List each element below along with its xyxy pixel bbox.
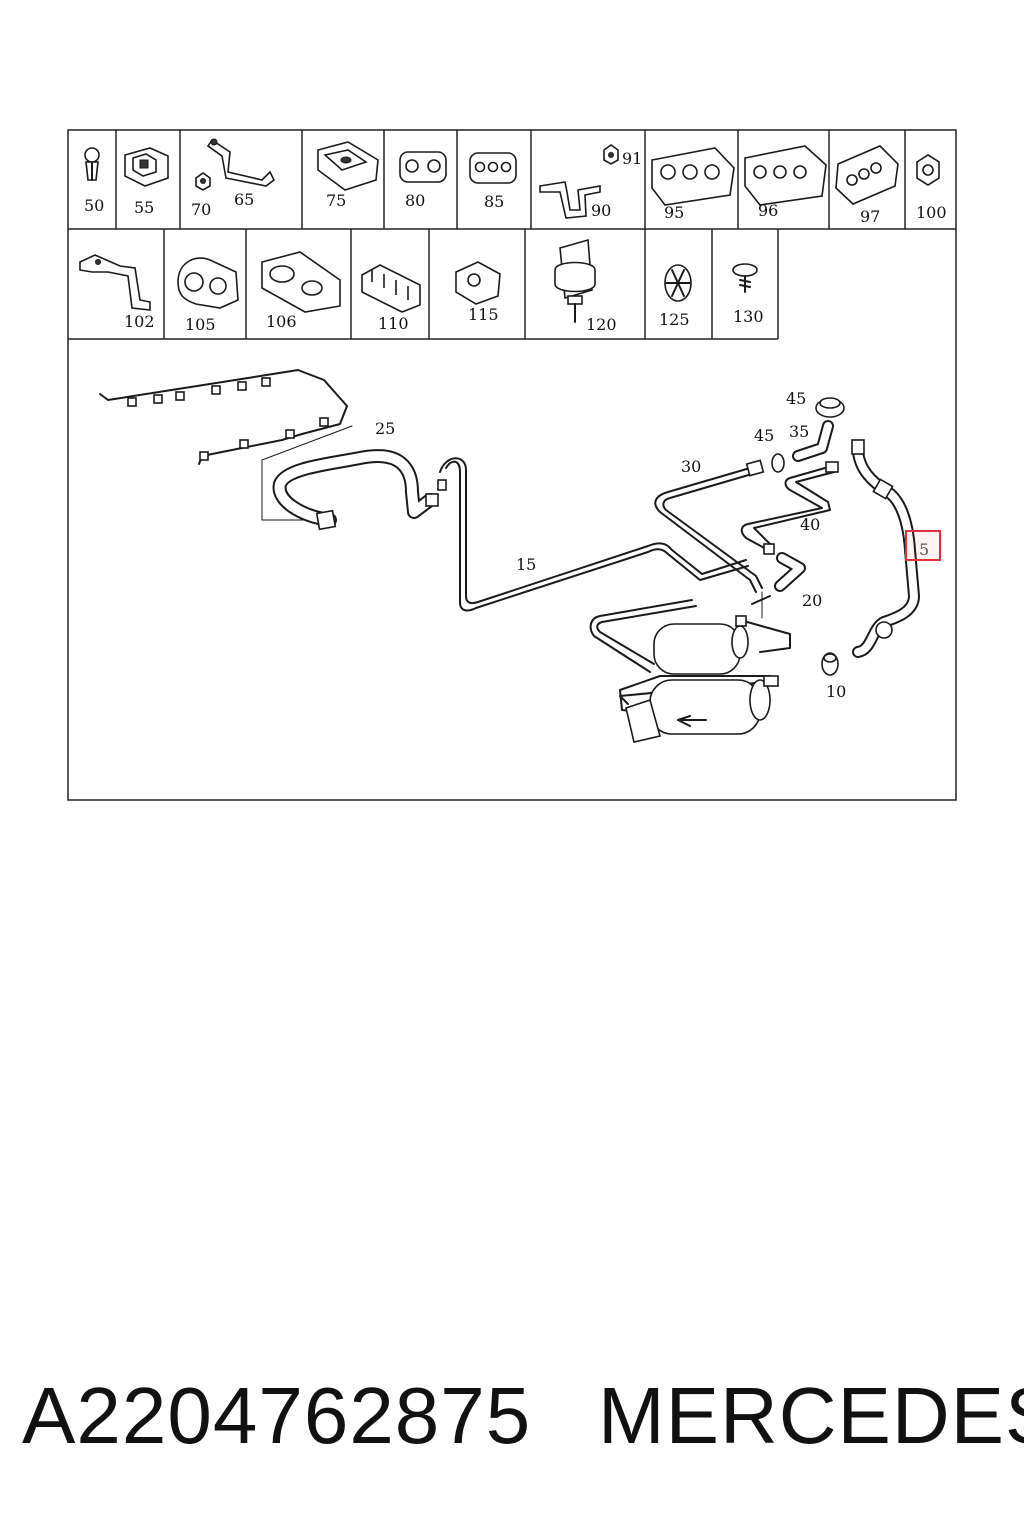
- part-130-icon: [732, 263, 758, 293]
- catalog-label-100: 100: [916, 203, 947, 222]
- catalog-label-130: 130: [733, 307, 764, 326]
- part-106-icon: [261, 251, 341, 313]
- part-70-icon: [195, 172, 211, 191]
- part-65-icon: [206, 138, 276, 187]
- catalog-label-75: 75: [326, 191, 346, 210]
- catalog-label-90: 90: [591, 201, 611, 220]
- fuel-filter: [589, 599, 791, 675]
- parts-diagram: 50 55 70 65 75 80 85 91 90 95 96 97 100: [67, 129, 957, 801]
- highlighted-part-callout[interactable]: 5: [905, 530, 941, 561]
- part-102-icon: [79, 254, 151, 311]
- catalog-label-120: 120: [586, 315, 617, 334]
- catalog-label-65: 65: [234, 190, 254, 209]
- catalog-label-80: 80: [405, 191, 425, 210]
- fuel-pump: [619, 675, 779, 743]
- callout-30: 30: [681, 457, 701, 476]
- catalog-label-70: 70: [191, 200, 211, 219]
- clamp-45-upper: [815, 397, 845, 418]
- catalog-label-105: 105: [185, 315, 216, 334]
- clamp-45-lower: [771, 453, 785, 473]
- clamp-10: [821, 652, 839, 676]
- rail-clips: [127, 377, 329, 461]
- callout-5: 5: [919, 540, 929, 559]
- part-91-icon: [603, 144, 619, 165]
- pipe-40: [740, 461, 839, 555]
- part-110-icon: [361, 264, 421, 313]
- footer: A2204762875 MERCEDES: [0, 1370, 1024, 1490]
- catalog-label-125: 125: [659, 310, 690, 329]
- part-120-icon: [554, 238, 596, 323]
- catalog-label-102: 102: [124, 312, 155, 331]
- part-125-icon: [664, 264, 692, 302]
- part-85-icon: [469, 152, 517, 184]
- callout-40: 40: [800, 515, 820, 534]
- catalog-label-55: 55: [134, 198, 154, 217]
- callout-35: 35: [789, 422, 809, 441]
- part-100-icon: [916, 154, 940, 186]
- pipe-5: [851, 439, 920, 658]
- part-number: A2204762875: [22, 1371, 532, 1460]
- catalog-label-97: 97: [860, 207, 880, 226]
- brand-name: MERCEDES: [598, 1371, 1024, 1460]
- callout-15: 15: [516, 555, 536, 574]
- catalog-label-95: 95: [664, 203, 684, 222]
- part-105-icon: [177, 257, 239, 309]
- catalog-label-96: 96: [758, 201, 778, 220]
- part-90-icon: [539, 181, 601, 219]
- catalog-label-50: 50: [84, 196, 104, 215]
- callout-45-lower: 45: [754, 426, 774, 445]
- catalog-label-91: 91: [622, 149, 642, 168]
- hose-35: [792, 420, 834, 462]
- catalog-label-115: 115: [468, 305, 499, 324]
- part-55-icon: [124, 147, 169, 187]
- catalog-label-110: 110: [378, 314, 409, 333]
- catalog-label-106: 106: [266, 312, 297, 331]
- callout-25: 25: [375, 419, 395, 438]
- pipe-15: [439, 457, 749, 612]
- part-96-icon: [744, 145, 827, 206]
- parts-catalog-grid: [67, 129, 957, 801]
- catalog-label-85: 85: [484, 192, 504, 211]
- callout-45-upper: 45: [786, 389, 806, 408]
- hose-20: [751, 552, 806, 619]
- part-75-icon: [317, 141, 379, 191]
- part-50-icon: [84, 147, 100, 181]
- part-95-icon: [651, 147, 735, 206]
- callout-10: 10: [826, 682, 846, 701]
- hose-25: [272, 449, 447, 531]
- part-80-icon: [399, 151, 447, 183]
- pipe-30: [654, 459, 765, 593]
- fuel-line-assembly: 25 15 30 45 45 35 40 20 10 5: [99, 369, 941, 743]
- callout-20: 20: [802, 591, 822, 610]
- part-115-icon: [455, 261, 501, 305]
- part-97-icon: [835, 145, 899, 205]
